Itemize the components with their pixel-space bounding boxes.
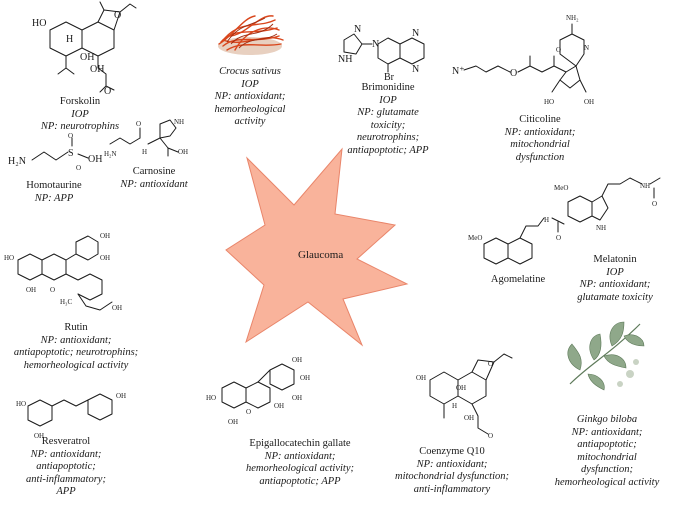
svg-text:NH: NH (174, 118, 184, 126)
svg-text:O: O (488, 432, 493, 440)
svg-text:OH: OH (80, 52, 94, 63)
svg-text:H₃C: H₃C (60, 298, 72, 306)
svg-text:O: O (76, 164, 81, 172)
svg-text:OH: OH (274, 402, 284, 410)
homotaurine-caption: Homotaurine NP: APP (26, 180, 82, 204)
rutin-caption: Rutin NP: antioxidant; antiapoptotic; ne… (13, 322, 139, 371)
crocus-sativus-photo (215, 6, 285, 58)
caption-name: Forskolin (59, 96, 101, 107)
rutin-structure: HO OH O OH OH H₃C OH (4, 224, 130, 324)
svg-text:OH: OH (300, 374, 310, 382)
citicoline-caption: Citicoline NP: antioxidant; mitochondria… (504, 114, 576, 163)
svg-text:OH: OH (100, 232, 110, 240)
svg-text:H: H (544, 216, 549, 224)
svg-text:O: O (556, 46, 561, 54)
svg-text:O: O (114, 10, 121, 21)
svg-text:O: O (136, 120, 141, 128)
agomelatine-caption: Agomelatine (490, 274, 546, 285)
svg-text:O: O (104, 86, 111, 97)
svg-text:S: S (68, 148, 74, 159)
melatonin-structure: MeO NH NH O (554, 176, 666, 244)
citicoline-structure: N⁺ O NH₂ OH HO N O (452, 10, 622, 110)
carnosine-structure: H₂N O H NH OH (104, 110, 204, 160)
svg-text:OH: OH (178, 148, 188, 156)
center-label: Glaucoma (298, 249, 344, 261)
svg-text:N⁺: N⁺ (452, 66, 465, 77)
svg-text:HO: HO (544, 98, 554, 106)
coq10-caption: Coenzyme Q10 NP: antioxidant; mitochondr… (394, 446, 510, 495)
brimonidine-caption: Brimonidine IOP NP: glutamate toxicity; … (347, 82, 429, 156)
svg-text:HO: HO (206, 394, 216, 402)
svg-text:H: H (66, 34, 73, 45)
svg-text:H₂N: H₂N (104, 150, 117, 158)
svg-text:N: N (372, 39, 379, 50)
svg-text:NH₂: NH₂ (566, 14, 579, 22)
ginkgo-caption: Ginkgo biloba NP: antioxidant; antiapopt… (554, 414, 660, 488)
ginkgo-biloba-illustration (560, 304, 650, 396)
egcg-caption: Epigallocatechin gallate NP: antioxidant… (246, 438, 354, 487)
svg-text:H₂N: H₂N (8, 156, 26, 167)
agomelatine-structure: MeO H O (468, 214, 572, 280)
svg-text:O: O (510, 68, 517, 79)
svg-text:N: N (412, 28, 419, 39)
svg-text:HO: HO (16, 400, 26, 408)
svg-text:OH: OH (88, 154, 102, 165)
svg-text:N: N (412, 64, 419, 75)
crocus-caption: Crocus sativus IOP NP: antioxidant; hemo… (214, 66, 286, 127)
svg-text:HO: HO (32, 18, 46, 29)
svg-text:OH: OH (34, 432, 44, 440)
svg-text:HO: HO (4, 254, 14, 262)
coq10-structure: OH O OH H OH O (408, 350, 518, 442)
svg-text:H: H (142, 148, 147, 156)
egcg-structure: HO OH OH OH OH OH O (206, 352, 356, 442)
svg-text:N: N (354, 24, 361, 35)
svg-text:MeO: MeO (554, 184, 568, 192)
svg-text:O: O (652, 200, 657, 208)
svg-text:O: O (246, 408, 251, 416)
svg-text:O: O (556, 234, 561, 242)
svg-text:MeO: MeO (468, 234, 482, 242)
star-shape (225, 147, 409, 347)
resveratrol-caption: Resveratrol NP: antioxidant; antiapoptot… (26, 436, 106, 497)
svg-text:OH: OH (456, 384, 466, 392)
svg-text:N: N (584, 44, 589, 52)
svg-text:OH: OH (112, 304, 122, 312)
svg-text:O: O (50, 286, 55, 294)
svg-text:OH: OH (116, 392, 126, 400)
svg-text:Br: Br (384, 72, 395, 83)
melatonin-caption: Melatonin IOP NP: antioxidant; glutamate… (577, 254, 653, 303)
homotaurine-structure: H₂N S O O OH (8, 132, 108, 176)
forskolin-caption: Forskolin IOP NP: neurotrophins (30, 96, 130, 134)
resveratrol-structure: HO OH OH (16, 372, 146, 442)
carnosine-caption: Carnosine NP: antioxidant (120, 166, 188, 190)
svg-text:OH: OH (100, 254, 110, 262)
svg-text:NH: NH (596, 224, 606, 232)
svg-text:OH: OH (584, 98, 594, 106)
svg-text:O: O (68, 132, 73, 140)
svg-text:OH: OH (416, 374, 426, 382)
svg-text:OH: OH (292, 356, 302, 364)
forskolin-structure: HO O OH H OH O (30, 1, 140, 97)
svg-text:OH: OH (26, 286, 36, 294)
svg-text:OH: OH (228, 418, 238, 426)
svg-text:OH: OH (90, 64, 104, 75)
svg-text:NH: NH (640, 182, 650, 190)
brimonidine-structure: N N NH N N Br (336, 14, 436, 83)
svg-text:NH: NH (338, 54, 352, 65)
svg-text:OH: OH (464, 414, 474, 422)
svg-text:H: H (452, 402, 457, 410)
svg-text:O: O (488, 360, 493, 368)
svg-text:OH: OH (292, 394, 302, 402)
